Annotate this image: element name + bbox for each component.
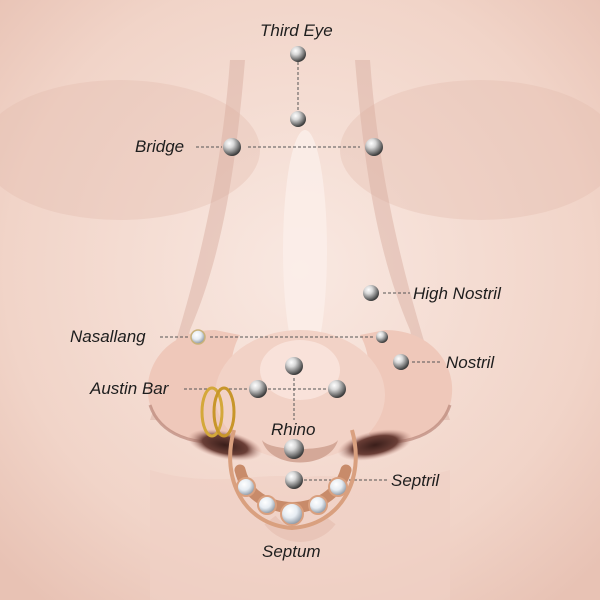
rhino-top-stud-ball-icon: [285, 357, 303, 375]
nasallang-crystal-stud-icon: [191, 330, 205, 344]
austin-bar-left-stud-ball-icon: [249, 380, 267, 398]
crystal-stud-icon: [258, 496, 276, 514]
bridge-right-stud-ball-icon: [365, 138, 383, 156]
crystal-stud-icon: [329, 478, 347, 496]
crystal-stud-icon: [309, 496, 327, 514]
label-nasallang: Nasallang: [70, 328, 146, 345]
austin-bar-right-stud-ball-icon: [328, 380, 346, 398]
label-septril: Septril: [391, 472, 439, 489]
septril-stud-ball-icon: [285, 471, 303, 489]
nasallang-right-stud-ball-icon: [376, 331, 388, 343]
third-eye-top-stud-ball-icon: [290, 46, 306, 62]
label-bridge: Bridge: [135, 138, 184, 155]
high-nostril-stud-ball-icon: [363, 285, 379, 301]
third-eye-bottom-stud-ball-icon: [290, 111, 306, 127]
bridge-left-stud-ball-icon: [223, 138, 241, 156]
rhino-bottom-stud-ball-icon: [284, 439, 304, 459]
crystal-stud-icon: [237, 478, 255, 496]
label-septum: Septum: [262, 543, 321, 560]
label-austin-bar: Austin Bar: [90, 380, 168, 397]
label-high-nostril: High Nostril: [413, 285, 501, 302]
label-nostril: Nostril: [446, 354, 494, 371]
crystal-stud-icon: [281, 503, 303, 525]
label-rhino: Rhino: [271, 421, 315, 438]
label-third-eye: Third Eye: [260, 22, 333, 39]
nostril-stud-ball-icon: [393, 354, 409, 370]
